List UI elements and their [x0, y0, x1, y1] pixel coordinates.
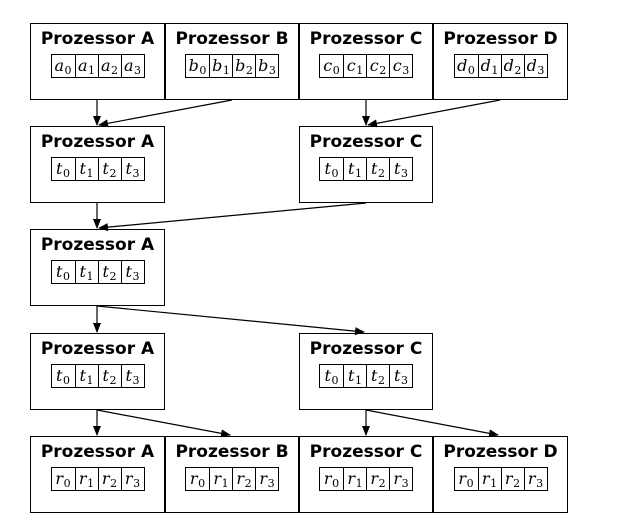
arrow-d-to-c	[367, 99, 501, 128]
processor-title: Prozessor C	[309, 442, 423, 462]
processor-title: Prozessor C	[309, 339, 423, 359]
processor-title: Prozessor C	[309, 132, 423, 152]
processor-title: Prozessor A	[40, 235, 155, 255]
arrow-b-to-a	[98, 99, 233, 128]
arrow-a-to-b	[96, 409, 231, 438]
processor-title: Prozessor C	[309, 29, 423, 49]
processor-title: Prozessor B	[175, 442, 289, 462]
arrow-a-to-c	[96, 305, 365, 336]
processor-title: Prozessor A	[40, 442, 155, 462]
processor-title: Prozessor D	[443, 442, 558, 462]
processor-title: Prozessor A	[40, 132, 155, 152]
arrow-c-to-a	[98, 202, 367, 232]
processor-title: Prozessor D	[443, 29, 558, 49]
processor-title: Prozessor B	[175, 29, 289, 49]
processor-title: Prozessor A	[40, 339, 155, 359]
processor-title: Prozessor A	[40, 29, 155, 49]
arrow-c-to-d	[365, 409, 499, 438]
